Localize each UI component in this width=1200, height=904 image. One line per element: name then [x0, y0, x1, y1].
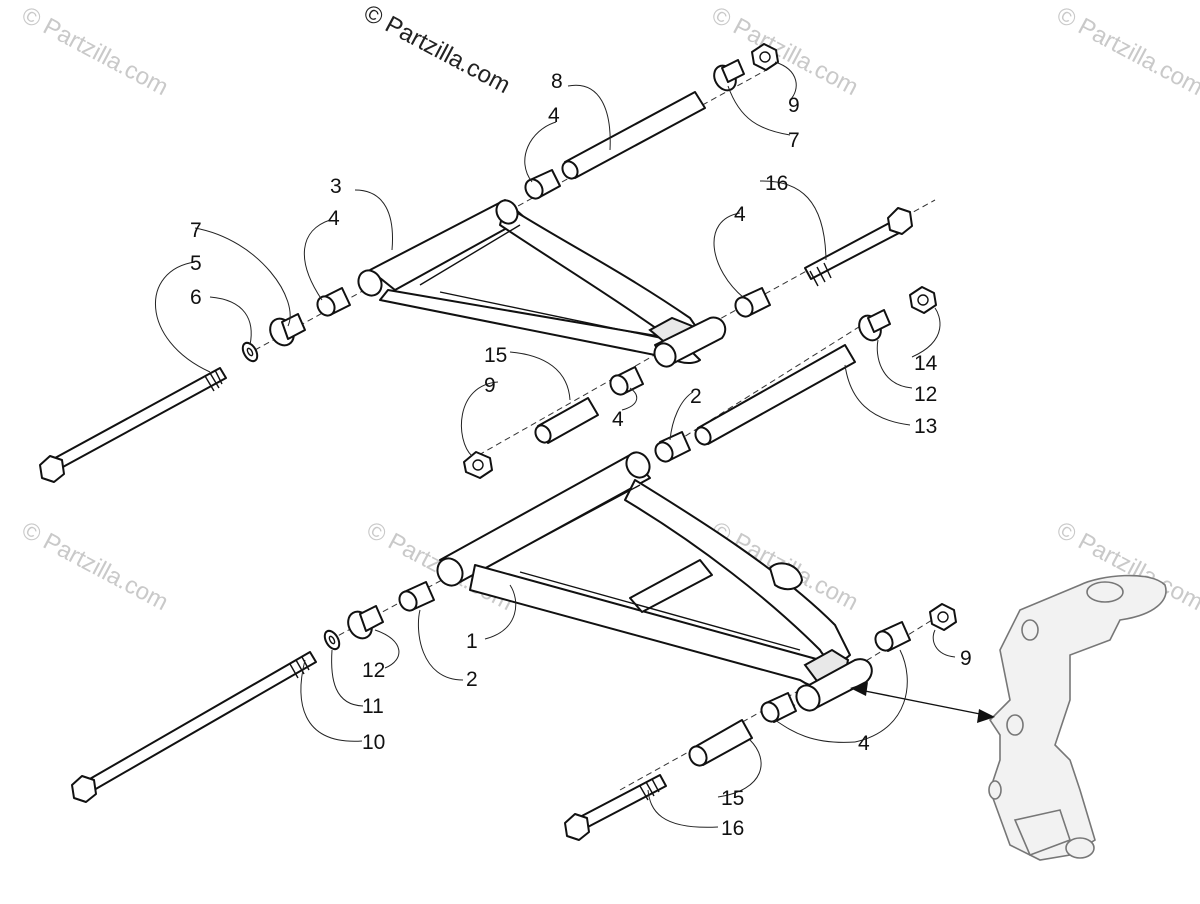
- watermark: © Partzilla.com: [17, 516, 172, 616]
- nuts: [463, 43, 957, 631]
- callout-10: 10: [362, 731, 385, 754]
- bushing-2: [398, 581, 435, 612]
- steering-knuckle: [988, 574, 1167, 861]
- bushings: [316, 169, 911, 723]
- callout-8: 8: [551, 70, 563, 93]
- bushing-4: [316, 287, 351, 317]
- bushing-2: [654, 431, 691, 463]
- bolt-16: [564, 774, 667, 841]
- callout-5: 5: [190, 252, 202, 275]
- watermark: © Partzilla.com: [17, 1, 172, 101]
- sleeve-15-upper: [534, 397, 599, 444]
- nut-9: [929, 603, 957, 631]
- callout-2: 2: [690, 385, 702, 408]
- flanged-bushing-7: [269, 313, 306, 347]
- leader-lines: [154, 61, 956, 828]
- bushing-4: [734, 287, 771, 318]
- callout-4: 4: [548, 104, 560, 127]
- callout-1: 1: [466, 630, 478, 653]
- nut-9: [463, 451, 493, 479]
- callout-16: 16: [721, 817, 744, 840]
- pivot-shaft-8: [561, 91, 706, 180]
- callout-16: 16: [765, 172, 788, 195]
- callout-11: 11: [362, 695, 384, 718]
- callout-15: 15: [721, 787, 744, 810]
- callout-7: 7: [788, 129, 800, 152]
- callout-15: 15: [484, 344, 507, 367]
- callout-7: 7: [190, 219, 202, 242]
- callout-9: 9: [960, 647, 972, 670]
- callout-9: 9: [788, 94, 800, 117]
- callout-4: 4: [612, 408, 624, 431]
- copyright-text: © Partzilla.com: [359, 0, 514, 99]
- watermark: © Partzilla.com: [1052, 1, 1200, 101]
- flanged-bushing-12: [858, 309, 891, 342]
- callout-6: 6: [190, 286, 202, 309]
- bushing-4: [609, 366, 644, 396]
- washers: [241, 341, 341, 651]
- callout-14: 14: [914, 352, 938, 375]
- bushing-4: [760, 692, 797, 723]
- callout-labels: 8 4 9 7 3 4 16 4 7 5 6 15 9 4 2 14 12 13…: [190, 70, 972, 840]
- nut-9: [751, 43, 779, 71]
- nut-14: [909, 286, 937, 314]
- bolt-16: [804, 207, 913, 287]
- washer-11: [323, 629, 341, 651]
- bolt-10: [71, 651, 317, 803]
- flanged-bushing-7: [713, 59, 745, 92]
- callout-3: 3: [330, 175, 342, 198]
- lower-a-arm: [436, 451, 873, 712]
- upper-a-arm: [357, 199, 727, 368]
- bolt-5: [39, 367, 227, 483]
- callout-4: 4: [734, 203, 746, 226]
- callout-12: 12: [362, 659, 385, 682]
- sleeve-15-lower: [688, 719, 753, 767]
- callout-2: 2: [466, 668, 478, 691]
- bushing-4: [524, 169, 561, 200]
- callout-13: 13: [914, 415, 937, 438]
- callout-4: 4: [328, 207, 340, 230]
- double-arrow: [850, 682, 995, 723]
- bushing-4: [874, 621, 911, 652]
- callout-9: 9: [484, 374, 496, 397]
- callout-4: 4: [858, 732, 870, 755]
- pivot-shaft-13: [694, 344, 856, 446]
- callout-12: 12: [914, 383, 937, 406]
- flanged-bushing-12: [347, 605, 384, 640]
- washer-6: [241, 341, 259, 363]
